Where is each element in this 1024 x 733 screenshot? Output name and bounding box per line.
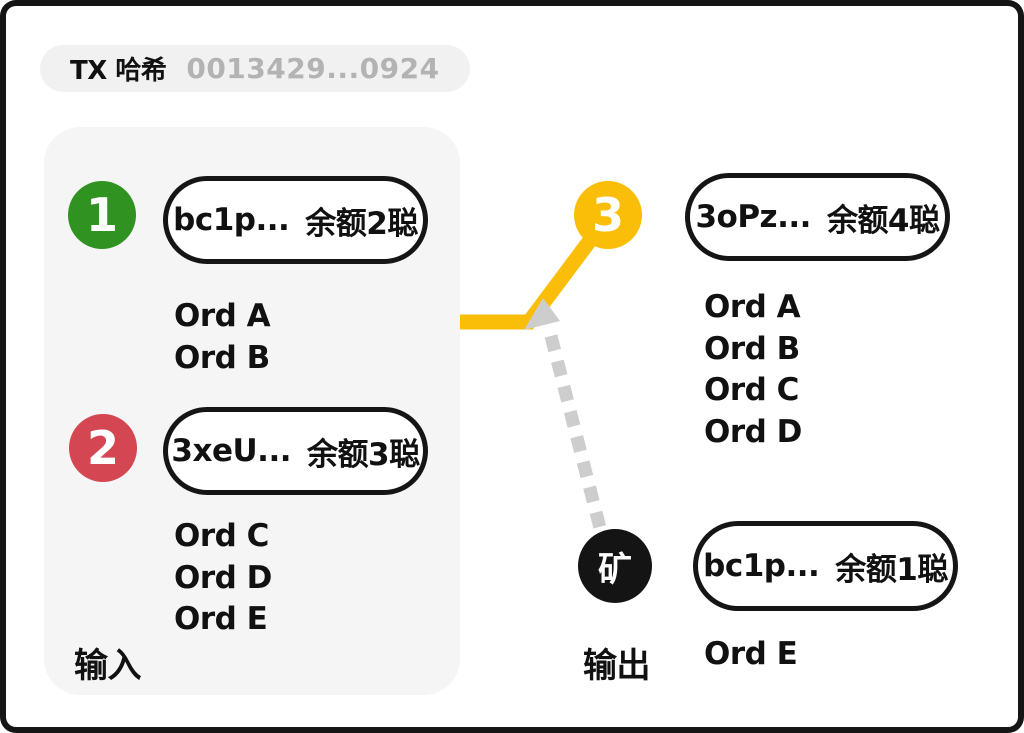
input-1-ord-list: Ord A Ord B [174, 296, 271, 379]
ord-item: Ord C [704, 372, 799, 408]
input-1-badge: 1 [68, 181, 136, 249]
input-1-badge-number: 1 [85, 188, 118, 242]
dashed-connector-arrowhead [524, 298, 560, 330]
input-1-address: bc1p... [173, 202, 290, 238]
output-1-badge: 3 [574, 181, 642, 249]
output-2-address-pill: bc1p... 余额1聪 [693, 521, 958, 611]
outputs-section-label: 输出 [583, 646, 651, 686]
ord-item: Ord D [174, 559, 272, 596]
input-1-address-pill: bc1p... 余额2聪 [163, 176, 428, 264]
input-2-balance: 余额3聪 [307, 436, 420, 473]
output-1-balance: 余额4聪 [826, 202, 940, 239]
output-2-address: bc1p... [703, 548, 820, 584]
tx-hash-pill: TX 哈希 0013429...0924 [40, 45, 470, 92]
output-1-address-pill: 3oPz... 余额4聪 [685, 173, 950, 261]
ord-item: Ord E [174, 601, 268, 637]
ord-item: Ord B [174, 339, 270, 376]
output-1-address: 3oPz... [695, 199, 811, 235]
ord-item: Ord C [174, 518, 269, 554]
miner-badge-text: 矿 [598, 549, 632, 590]
input-2-badge-number: 2 [86, 421, 119, 475]
miner-badge: 矿 [578, 529, 652, 603]
input-2-badge: 2 [69, 414, 137, 482]
output-1-ord-list: Ord A Ord B Ord C Ord D [704, 287, 802, 453]
ord-item: Ord E [704, 636, 798, 672]
input-2-ord-list: Ord C Ord D Ord E [174, 516, 272, 641]
ord-item: Ord A [704, 289, 801, 325]
output-2-balance: 余额1聪 [835, 551, 948, 588]
input-1-balance: 余额2聪 [305, 205, 418, 242]
input-2-address-pill: 3xeU... 余额3聪 [163, 407, 428, 495]
inputs-section-label: 输入 [74, 646, 142, 686]
output-2-ord-list: Ord E [704, 634, 798, 676]
output-1-badge-number: 3 [591, 188, 624, 242]
tx-hash-label: TX 哈希 [70, 56, 167, 86]
ord-item: Ord B [704, 330, 800, 367]
input-2-address: 3xeU... [171, 433, 291, 469]
ord-item: Ord A [174, 298, 271, 334]
tx-hash-value: 0013429...0924 [186, 52, 440, 85]
dashed-connector-line [544, 334, 607, 530]
ord-item: Ord D [704, 413, 802, 450]
